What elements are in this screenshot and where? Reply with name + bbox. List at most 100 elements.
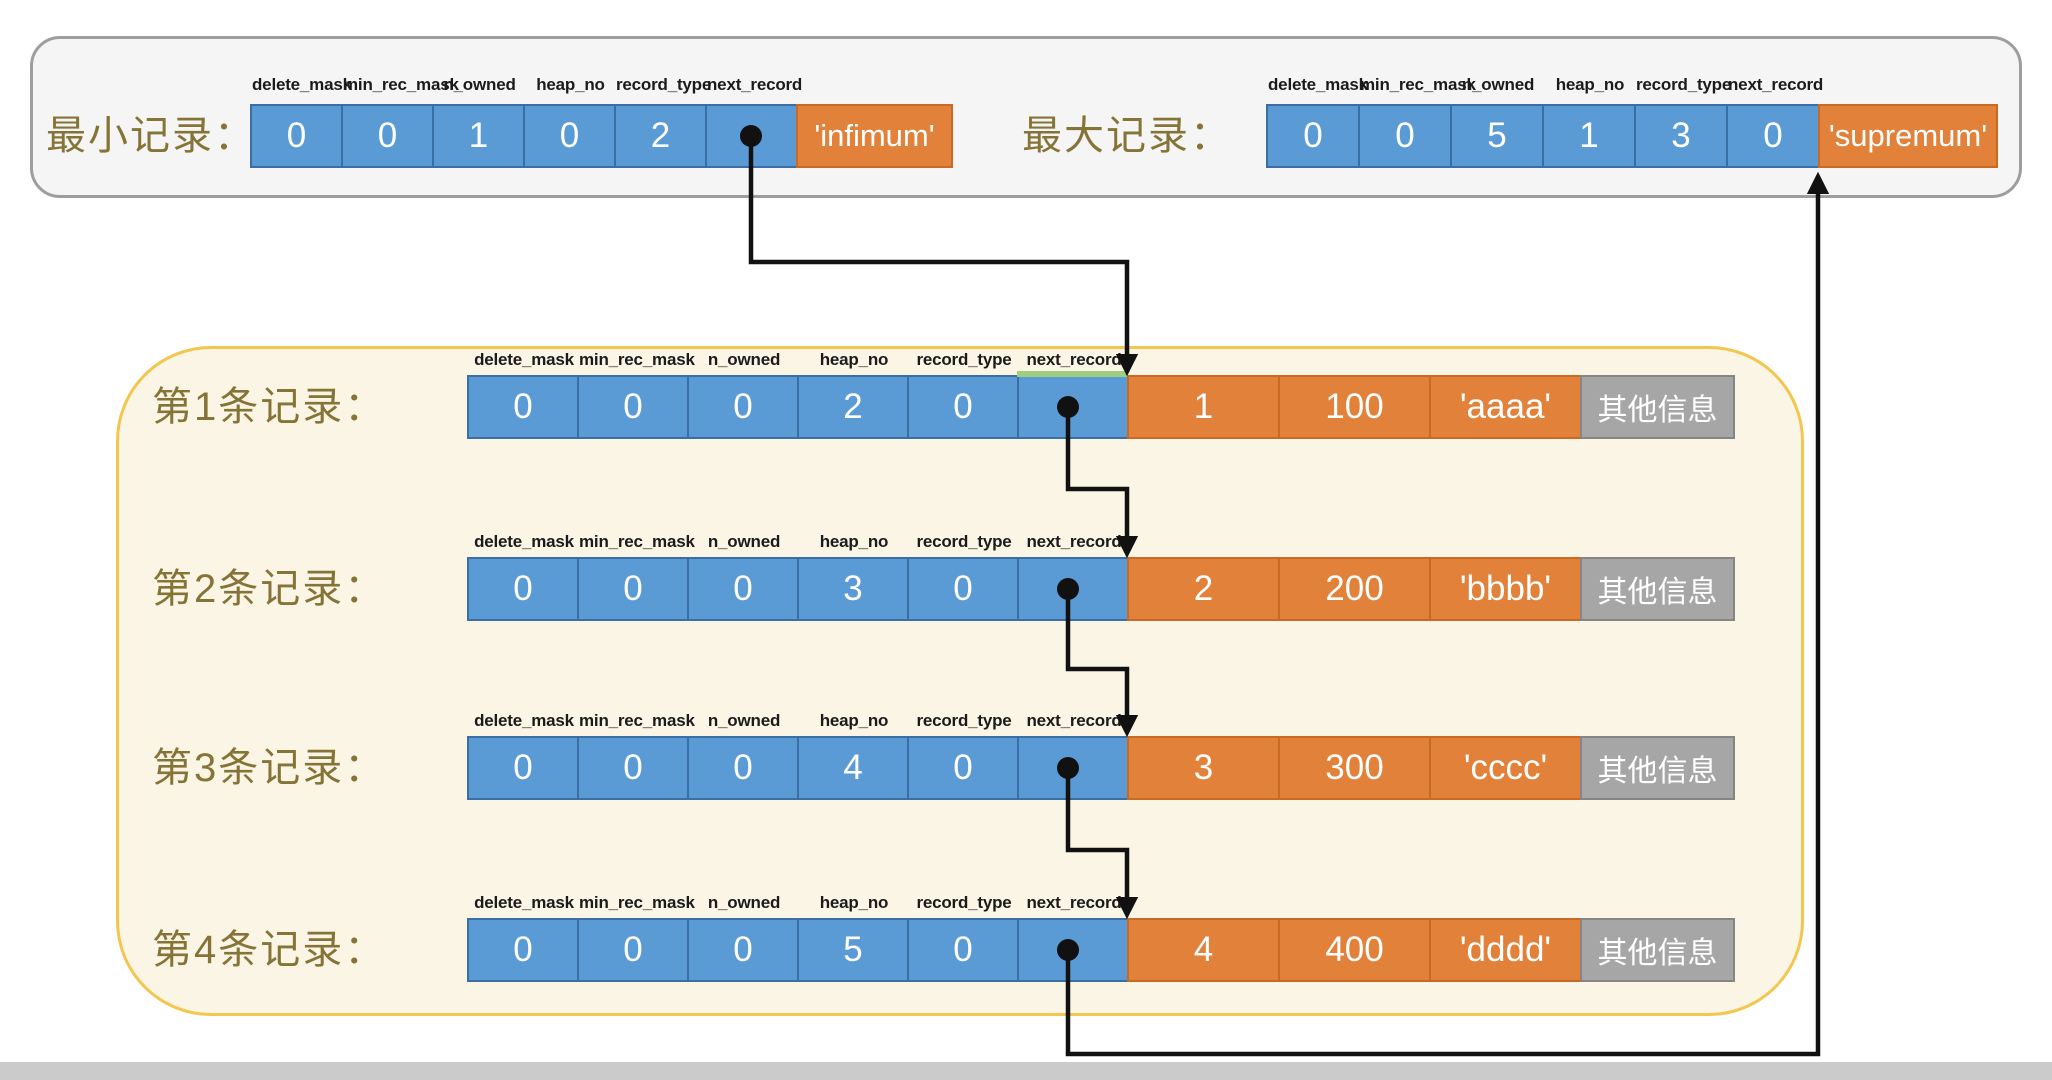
min-rec-mask-cell: 0 xyxy=(579,920,687,980)
record-2-data-row: 2 200 'bbbb' xyxy=(1127,557,1582,621)
record-data-cell: 'cccc' xyxy=(1431,738,1580,798)
other-info-cell: 其他信息 xyxy=(1580,918,1735,982)
field-header-delete-mask: delete_mask xyxy=(1268,75,1368,94)
min-record-field-headers: delete_mask min_rec_mask n_owned heap_no… xyxy=(250,72,803,98)
field-header-next-record: next_record xyxy=(1026,893,1122,912)
delete-mask-cell: 0 xyxy=(469,559,577,619)
min-record-tail-row: 'infimum' xyxy=(796,104,953,168)
bottom-edge-band xyxy=(0,1062,2052,1080)
field-header-min-rec-mask: min_rec_mask xyxy=(579,532,695,551)
record-3-label: 第3条记录： xyxy=(152,746,387,790)
record-3-flags-row: 0 0 0 4 0 xyxy=(467,736,1129,800)
field-header-heap-no: heap_no xyxy=(1555,75,1625,94)
other-info-cell: 其他信息 xyxy=(1580,557,1735,621)
record-data-cell: 'bbbb' xyxy=(1431,559,1580,619)
n-owned-cell: 0 xyxy=(689,920,797,980)
field-header-record-type: record_type xyxy=(916,711,1012,730)
record-key-cell: 4 xyxy=(1129,920,1278,980)
field-header-delete-mask: delete_mask xyxy=(474,350,574,369)
field-header-n-owned: n_owned xyxy=(443,75,516,94)
record-4-data-row: 4 400 'dddd' xyxy=(1127,918,1582,982)
field-header-n-owned: n_owned xyxy=(707,711,781,730)
record-data-cell: 'dddd' xyxy=(1431,920,1580,980)
record-key-cell: 2 xyxy=(1129,559,1278,619)
record-2-flags-row: 0 0 0 3 0 xyxy=(467,557,1129,621)
n-owned-cell: 0 xyxy=(689,738,797,798)
field-header-delete-mask: delete_mask xyxy=(474,532,574,551)
field-header-delete-mask: delete_mask xyxy=(474,893,574,912)
record-key-cell: 1 xyxy=(1129,377,1278,437)
min-rec-mask-cell: 0 xyxy=(579,738,687,798)
field-header-heap-no: heap_no xyxy=(536,75,605,94)
record-2-field-headers: delete_mask min_rec_mask n_owned heap_no… xyxy=(467,529,1129,555)
infimum-cell: 'infimum' xyxy=(798,106,951,166)
field-header-next-record: next_record xyxy=(1728,75,1824,94)
field-header-heap-no: heap_no xyxy=(819,532,889,551)
field-header-next-record: next_record xyxy=(1026,350,1122,369)
min-rec-mask-cell: 0 xyxy=(343,106,432,166)
next-record-pointer-cell xyxy=(1019,738,1127,798)
next-record-pointer-cell xyxy=(1019,920,1127,980)
record-value-cell: 200 xyxy=(1280,559,1429,619)
heap-no-cell: 5 xyxy=(799,920,907,980)
record-1-field-headers: delete_mask min_rec_mask n_owned heap_no… xyxy=(467,347,1129,373)
next-record-pointer-cell xyxy=(1019,559,1127,619)
other-info-cell: 其他信息 xyxy=(1580,736,1735,800)
record-type-cell: 0 xyxy=(909,559,1017,619)
field-header-min-rec-mask: min_rec_mask xyxy=(579,893,695,912)
next-record-pointer-cell xyxy=(707,106,796,166)
field-header-delete-mask: delete_mask xyxy=(252,75,352,94)
record-data-cell: 'aaaa' xyxy=(1431,377,1580,437)
field-header-delete-mask: delete_mask xyxy=(474,711,574,730)
heap-no-cell: 0 xyxy=(525,106,614,166)
record-value-cell: 100 xyxy=(1280,377,1429,437)
next-record-pointer-cell xyxy=(1019,377,1127,437)
max-record-field-headers: delete_mask min_rec_mask n_owned heap_no… xyxy=(1266,72,1824,98)
field-header-min-rec-mask: min_rec_mask xyxy=(343,75,459,94)
heap-no-cell: 4 xyxy=(799,738,907,798)
field-header-record-type: record_type xyxy=(1636,75,1732,94)
record-4-field-headers: delete_mask min_rec_mask n_owned heap_no… xyxy=(467,890,1129,916)
record-1-label: 第1条记录： xyxy=(152,385,387,429)
n-owned-cell: 1 xyxy=(434,106,523,166)
field-header-n-owned: n_owned xyxy=(1461,75,1535,94)
field-header-record-type: record_type xyxy=(916,532,1012,551)
record-4-flags-row: 0 0 0 5 0 xyxy=(467,918,1129,982)
field-header-n-owned: n_owned xyxy=(707,893,781,912)
other-info-cell: 其他信息 xyxy=(1580,375,1735,439)
record-type-cell: 3 xyxy=(1636,106,1726,166)
field-header-next-record: next_record xyxy=(707,75,803,94)
min-rec-mask-cell: 0 xyxy=(579,559,687,619)
record-value-cell: 400 xyxy=(1280,920,1429,980)
min-record-flags-row: 0 0 1 0 2 xyxy=(250,104,798,168)
max-record-tail-row: 'supremum' xyxy=(1818,104,1998,168)
record-type-cell: 2 xyxy=(616,106,705,166)
field-header-min-rec-mask: min_rec_mask xyxy=(1360,75,1476,94)
record-4-label: 第4条记录： xyxy=(152,928,387,972)
n-owned-cell: 0 xyxy=(689,377,797,437)
n-owned-cell: 0 xyxy=(689,559,797,619)
n-owned-cell: 5 xyxy=(1452,106,1542,166)
heap-no-cell: 1 xyxy=(1544,106,1634,166)
supremum-cell: 'supremum' xyxy=(1820,106,1996,166)
field-header-record-type: record_type xyxy=(916,893,1012,912)
field-header-heap-no: heap_no xyxy=(819,350,889,369)
field-header-heap-no: heap_no xyxy=(819,711,889,730)
field-header-record-type: record_type xyxy=(916,350,1012,369)
min-rec-mask-cell: 0 xyxy=(1360,106,1450,166)
min-record-label: 最小记录： xyxy=(46,114,256,158)
record-type-cell: 0 xyxy=(909,377,1017,437)
field-header-heap-no: heap_no xyxy=(819,893,889,912)
record-type-cell: 0 xyxy=(909,738,1017,798)
delete-mask-cell: 0 xyxy=(252,106,341,166)
field-header-min-rec-mask: min_rec_mask xyxy=(579,350,695,369)
field-header-min-rec-mask: min_rec_mask xyxy=(579,711,695,730)
record-2-label: 第2条记录： xyxy=(152,567,387,611)
heap-no-cell: 3 xyxy=(799,559,907,619)
heap-no-cell: 2 xyxy=(799,377,907,437)
min-rec-mask-cell: 0 xyxy=(579,377,687,437)
field-header-next-record: next_record xyxy=(1026,711,1122,730)
record-key-cell: 3 xyxy=(1129,738,1278,798)
next-record-cell: 0 xyxy=(1728,106,1818,166)
field-header-record-type: record_type xyxy=(616,75,712,94)
